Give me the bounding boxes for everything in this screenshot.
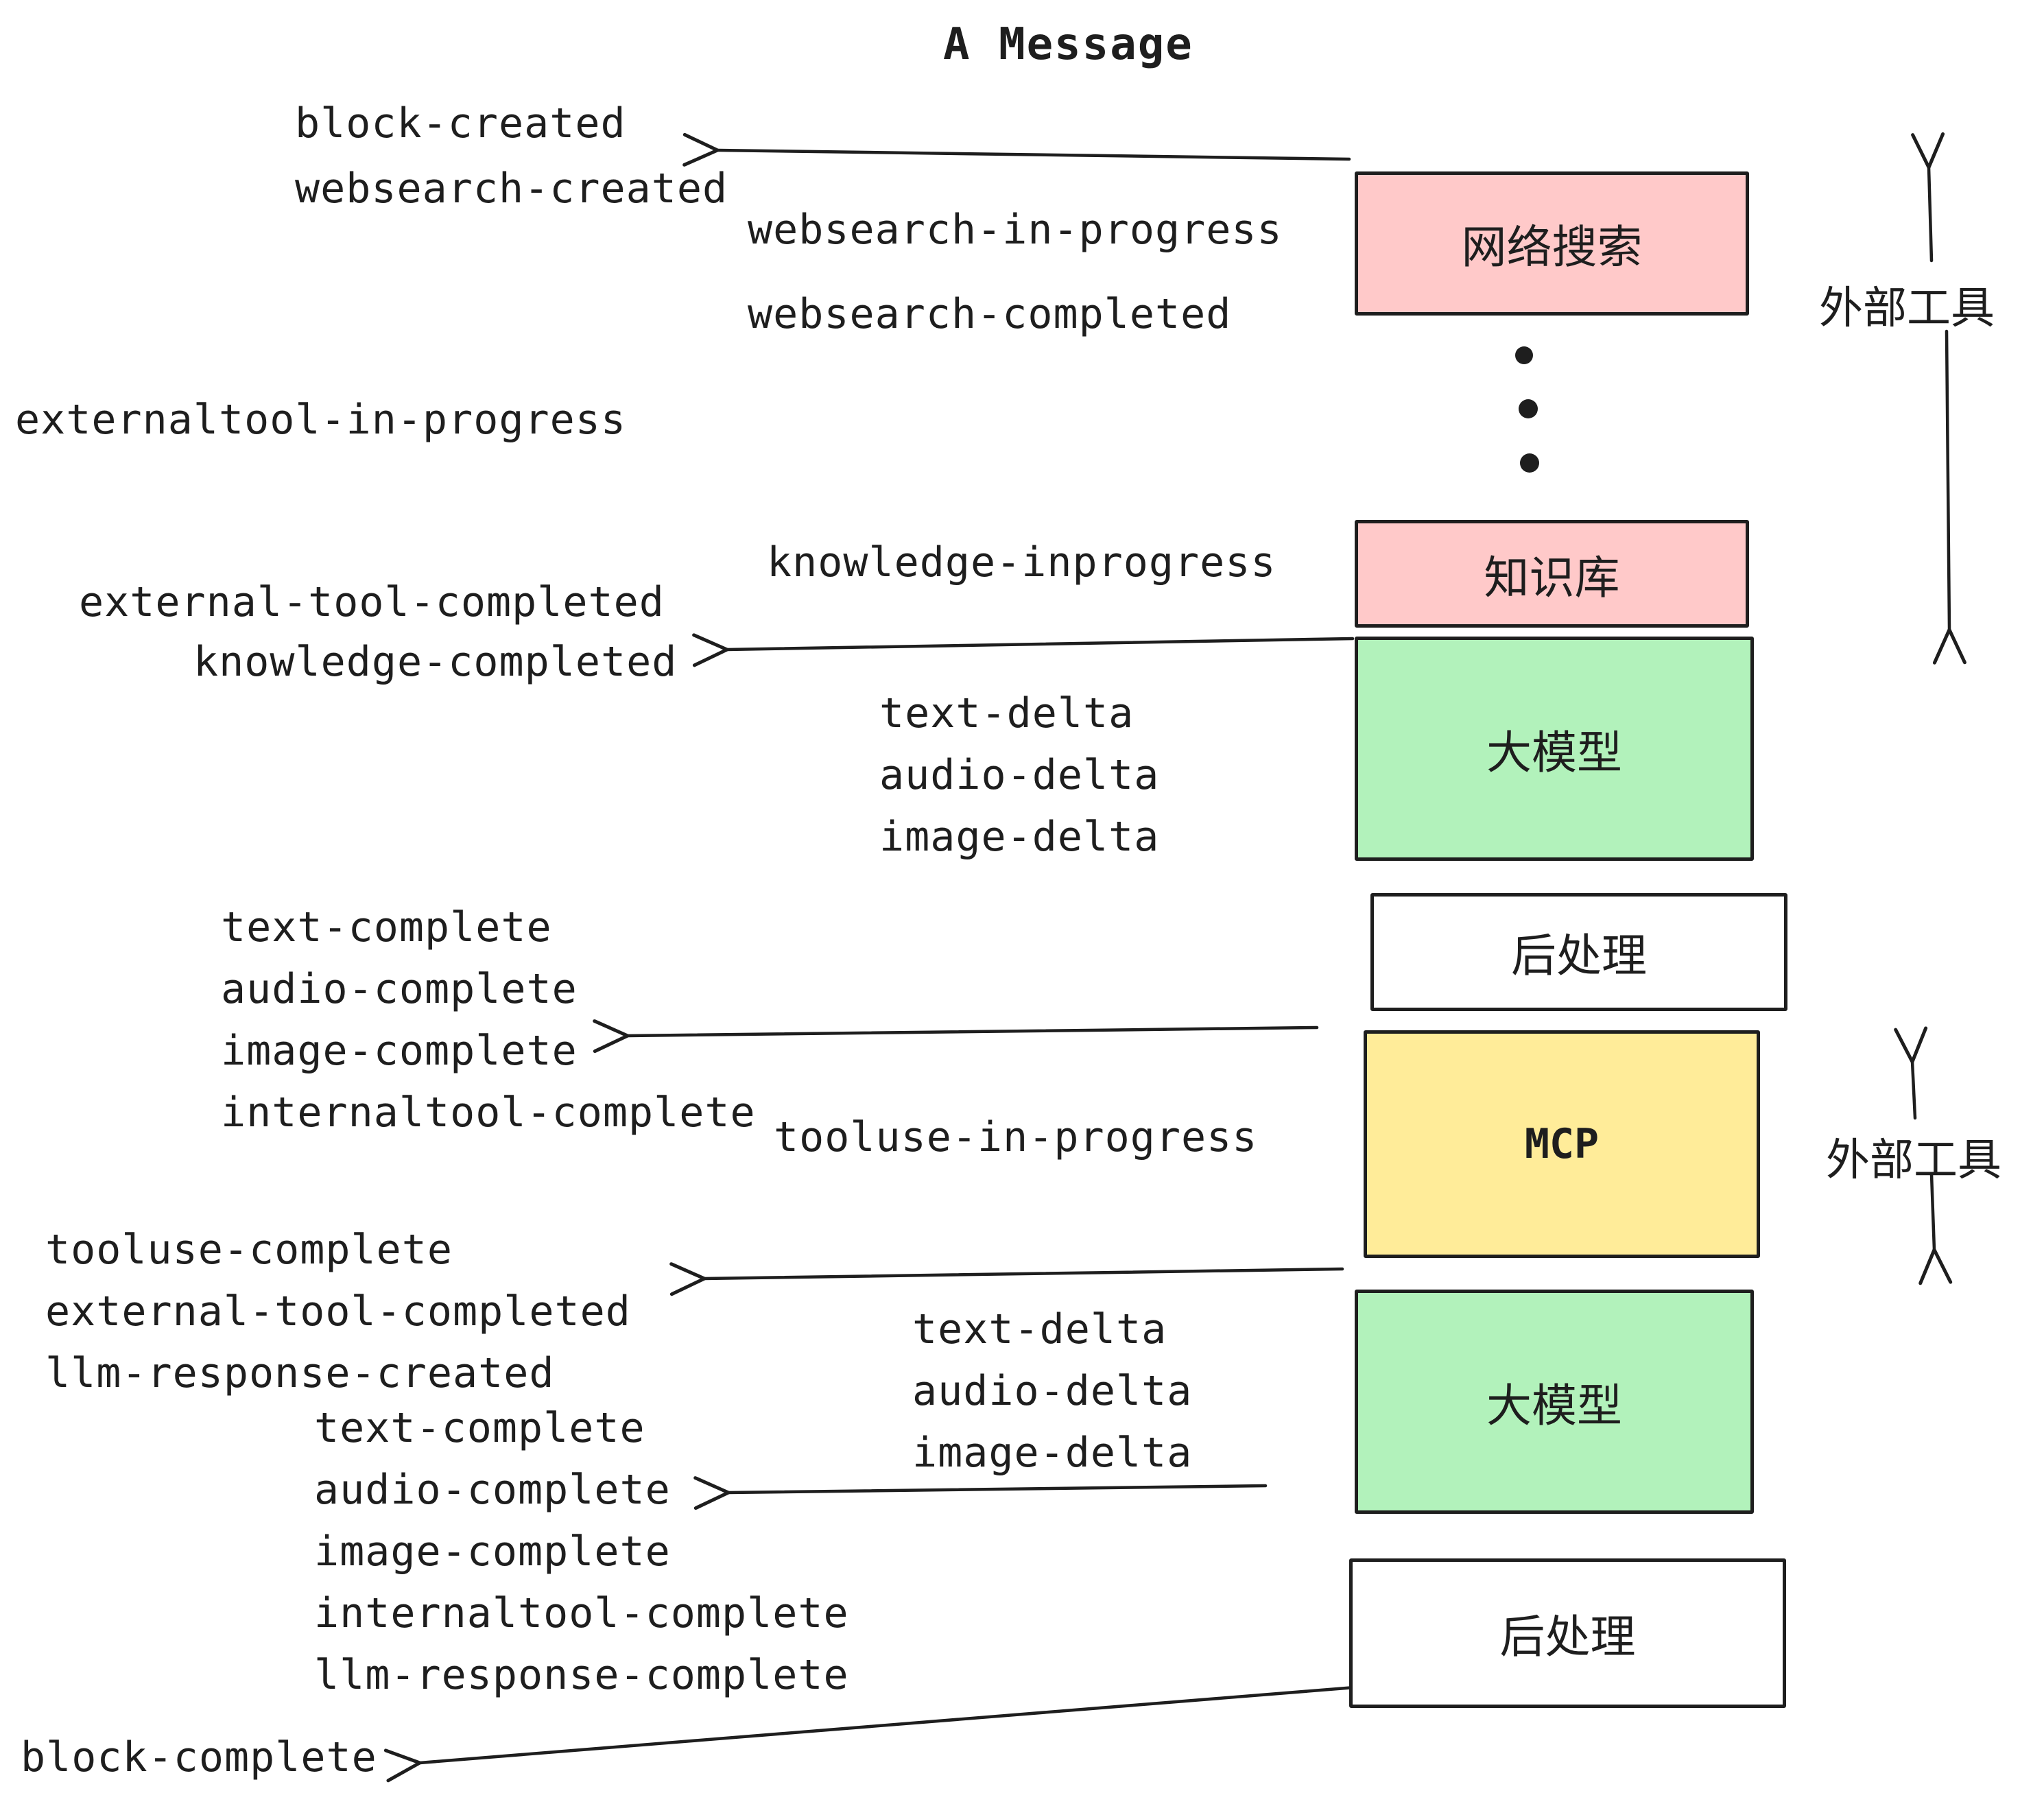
label-external-tools-1: 外部工具 bbox=[1819, 283, 1995, 333]
box-websearch: 网络搜索 bbox=[1355, 171, 1749, 316]
box-llm-1: 大模型 bbox=[1355, 637, 1754, 861]
event-external-tool-completed-2: external-tool-completed bbox=[45, 1287, 631, 1336]
label-external-tools-2: 外部工具 bbox=[1826, 1135, 2001, 1185]
event-knowledge-completed: knowledge-completed bbox=[193, 638, 678, 686]
ellipsis-dots bbox=[1515, 346, 1539, 473]
event-text-delta-2: text-delta bbox=[912, 1305, 1167, 1353]
event-image-complete-1: image-complete bbox=[221, 1027, 578, 1075]
event-text-delta-1: text-delta bbox=[879, 689, 1134, 737]
event-tooluse-in-progress: tooluse-in-progress bbox=[774, 1113, 1258, 1161]
event-tooluse-complete: tooluse-complete bbox=[45, 1226, 453, 1274]
event-llm-response-complete: llm-response-complete bbox=[314, 1651, 849, 1699]
arrow-audio-complete bbox=[693, 1476, 1268, 1510]
event-websearch-created: websearch-created bbox=[295, 165, 728, 213]
event-internaltool-complete-2: internaltool-complete bbox=[314, 1589, 849, 1637]
box-postprocess-1: 后处理 bbox=[1370, 893, 1787, 1011]
event-image-delta-1: image-delta bbox=[879, 813, 1160, 861]
arrow-external-tools-up-1 bbox=[1911, 132, 1945, 263]
arrow-websearch-created bbox=[682, 132, 1351, 167]
arrow-external-tool-completed bbox=[669, 1262, 1344, 1296]
box-postprocess-2: 后处理 bbox=[1349, 1558, 1786, 1708]
event-block-created: block-created bbox=[295, 99, 626, 147]
event-audio-delta-1: audio-delta bbox=[879, 751, 1160, 799]
event-image-delta-2: image-delta bbox=[912, 1429, 1193, 1477]
event-block-complete: block-complete bbox=[21, 1733, 377, 1781]
event-websearch-completed: websearch-completed bbox=[748, 290, 1232, 338]
arrow-image-complete bbox=[593, 1019, 1319, 1054]
event-audio-complete-2: audio-complete bbox=[314, 1466, 671, 1514]
arrow-external-tools-down-1 bbox=[1932, 329, 1966, 665]
event-audio-complete-1: audio-complete bbox=[221, 965, 578, 1013]
event-audio-delta-2: audio-delta bbox=[912, 1367, 1193, 1415]
event-text-complete-1: text-complete bbox=[221, 903, 552, 951]
arrow-knowledge-completed bbox=[692, 633, 1355, 667]
box-knowledge: 知识库 bbox=[1355, 520, 1749, 628]
event-knowledge-inprogress: knowledge-inprogress bbox=[767, 538, 1276, 586]
diagram-title: A Message bbox=[943, 19, 1193, 70]
box-llm-2: 大模型 bbox=[1355, 1290, 1754, 1514]
box-mcp: MCP bbox=[1364, 1030, 1760, 1258]
event-websearch-in-progress: websearch-in-progress bbox=[748, 206, 1283, 254]
event-llm-response-created: llm-response-created bbox=[45, 1349, 555, 1397]
event-internaltool-complete-1: internaltool-complete bbox=[221, 1089, 756, 1137]
event-externaltool-in-progress: externaltool-in-progress bbox=[15, 396, 626, 444]
event-image-complete-2: image-complete bbox=[314, 1528, 671, 1576]
arrow-external-tools-up-2 bbox=[1894, 1026, 1928, 1120]
event-text-complete-2: text-complete bbox=[314, 1404, 645, 1452]
event-external-tool-completed-1: external-tool-completed bbox=[79, 578, 665, 626]
